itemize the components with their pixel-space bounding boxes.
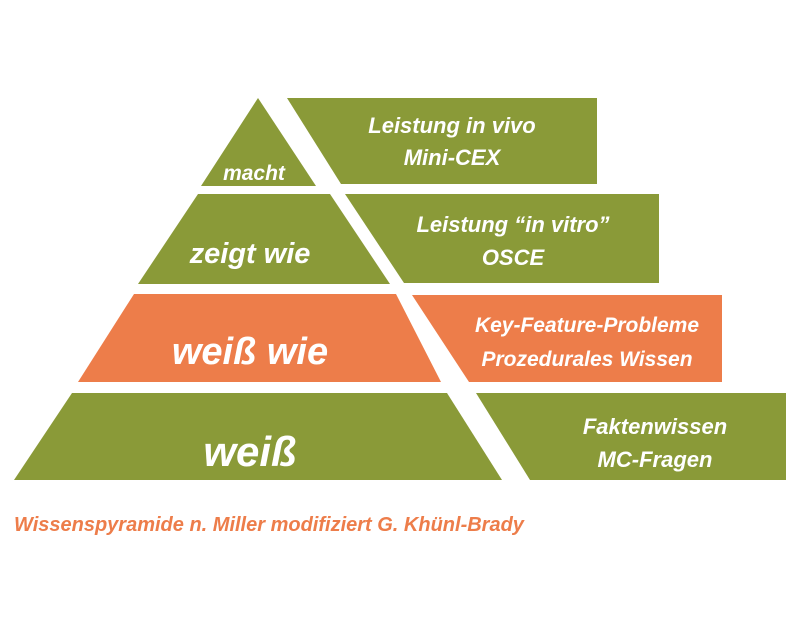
box-leistung-in-vitro	[345, 194, 659, 283]
box-label-prozedurales-wissen: Prozedurales Wissen	[481, 348, 692, 371]
box-label-leistung-in-vitro: Leistung “in vitro”	[416, 212, 609, 237]
box-label-mc-fragen: MC-Fragen	[598, 447, 713, 472]
diagram-caption: Wissenspyramide n. Miller modifiziert G.…	[14, 514, 524, 536]
pyramid-level-macht	[201, 98, 316, 186]
box-label-osce: OSCE	[482, 245, 546, 270]
box-faktenwissen	[476, 393, 786, 480]
box-label-mini-cex: Mini-CEX	[404, 145, 502, 170]
pyramid-label-macht: macht	[223, 162, 286, 185]
pyramid-level-weiss	[14, 393, 502, 480]
pyramid-level-weiss-wie	[78, 294, 441, 382]
box-label-faktenwissen: Faktenwissen	[583, 414, 727, 439]
box-leistung-in-vivo	[287, 98, 597, 184]
box-label-leistung-in-vivo: Leistung in vivo	[368, 113, 535, 138]
pyramid-level-zeigt-wie	[138, 194, 390, 284]
box-label-key-feature-probleme: Key-Feature-Probleme	[475, 314, 699, 337]
pyramid-label-weiss-wie: weiß wie	[172, 331, 328, 373]
pyramid-label-zeigt-wie: zeigt wie	[189, 238, 311, 270]
miller-pyramid-diagram: macht zeigt wie weiß wie weiß Leistung i…	[14, 98, 786, 480]
pyramid-label-weiss: weiß	[203, 428, 296, 475]
box-key-feature	[412, 295, 722, 382]
